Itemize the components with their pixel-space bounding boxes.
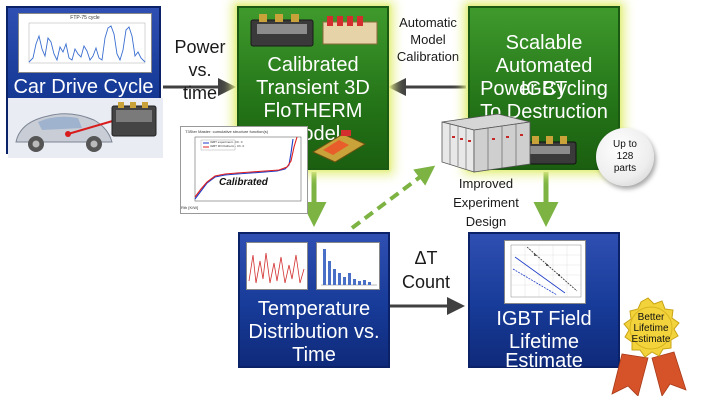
improved-design-label: Improved Experiment Design (446, 174, 526, 231)
temperature-distribution-box: Temperature Distribution vs. Time (238, 232, 390, 368)
ribbon-line-1: Better (637, 312, 665, 323)
improved-design-line-3: Design (465, 214, 507, 229)
parts-badge-line-2: 128 (616, 151, 634, 162)
lifetime-line-1: IGBT Field (496, 308, 592, 330)
calibration-annotation: Calibrated (219, 177, 268, 188)
thermal-pcb-image (311, 130, 367, 163)
temperature-line-1: Temperature (257, 298, 371, 320)
delta-t-histogram (316, 242, 380, 290)
flotherm-line-1: Calibrated (267, 54, 359, 76)
power-vs-time-line-1: Power (174, 37, 226, 57)
ribbon-line-2: Lifetime (633, 323, 669, 334)
lifetime-line-2: Lifetime (508, 331, 580, 353)
power-vs-time-line-3: time (182, 83, 217, 103)
drive-cycle-trace (28, 22, 146, 64)
auto-calibration-line-1: Automatic (399, 15, 457, 30)
arrow-dashed-improved-design (350, 165, 436, 230)
calibration-chart: T3Ster Master: cumulative structure func… (180, 126, 308, 214)
delta-t-line-2: Count (401, 272, 451, 292)
auto-calibration-line-2: Model (410, 32, 446, 47)
auto-calibration-line-3: Calibration (396, 49, 460, 64)
igbt-lifetime-box: IGBT Field Lifetime Estimate (468, 232, 620, 372)
power-vs-time-label: Power vs. time (165, 36, 235, 105)
improved-design-line-1: Improved (458, 176, 514, 191)
power-vs-time-line-2: vs. (188, 60, 212, 80)
calibration-xlabel: Rth [K/W] (181, 205, 199, 210)
temperature-line-2: Distribution vs. (248, 321, 380, 343)
delta-t-count-label: ΔT Count (392, 246, 460, 294)
power-tester-cabinets (441, 113, 531, 173)
temperature-line-3: Time (292, 344, 336, 366)
automatic-calibration-label: Automatic Model Calibration (390, 14, 466, 65)
histogram-bars (321, 249, 377, 286)
igbt-module-small-image (523, 136, 577, 165)
improved-design-line-2: Experiment (453, 195, 519, 210)
ribbon-label: Better Lifetime Estimate (624, 312, 678, 345)
flotherm-line-2: Transient 3D (256, 77, 370, 99)
car-drive-cycle-box: FTP-75 cycle Car Drive Cycle (6, 6, 163, 158)
temperature-trace (248, 252, 305, 284)
drive-cycle-chart-title: FTP-75 cycle (70, 15, 100, 21)
calibration-legend-2: IGBT 3D Flotherm - Ch. 0 (210, 144, 245, 148)
parts-badge-line-1: Up to (613, 139, 637, 150)
temperature-trace-chart (246, 242, 308, 290)
drive-cycle-chart: FTP-75 cycle (18, 13, 152, 73)
igbt-cycling-line-2: Automated IGBT (495, 55, 593, 100)
calibration-curves (194, 136, 302, 202)
parts-count-badge: Up to 128 parts (596, 128, 654, 186)
igbt-module-image (250, 14, 378, 47)
lifetime-curves (510, 244, 582, 298)
lifetime-chart (504, 240, 586, 304)
parts-badge-line-3: parts (613, 163, 637, 174)
ribbon-line-3: Estimate (631, 334, 671, 345)
calibration-legend-1: IGBT experiment - Ch. 0 (210, 140, 243, 144)
car-drive-cycle-label: Car Drive Cycle (13, 76, 154, 98)
calibration-chart-title: T3Ster Master: cumulative structure func… (185, 129, 269, 134)
car-illustration (8, 98, 163, 158)
award-ribbon (611, 297, 687, 396)
lifetime-line-3: Estimate (505, 350, 583, 372)
igbt-cycling-line-1: Scalable (505, 32, 583, 54)
igbt-cycling-line-3: Power Cycling (480, 78, 608, 100)
delta-t-line-1: ΔT (414, 248, 438, 268)
